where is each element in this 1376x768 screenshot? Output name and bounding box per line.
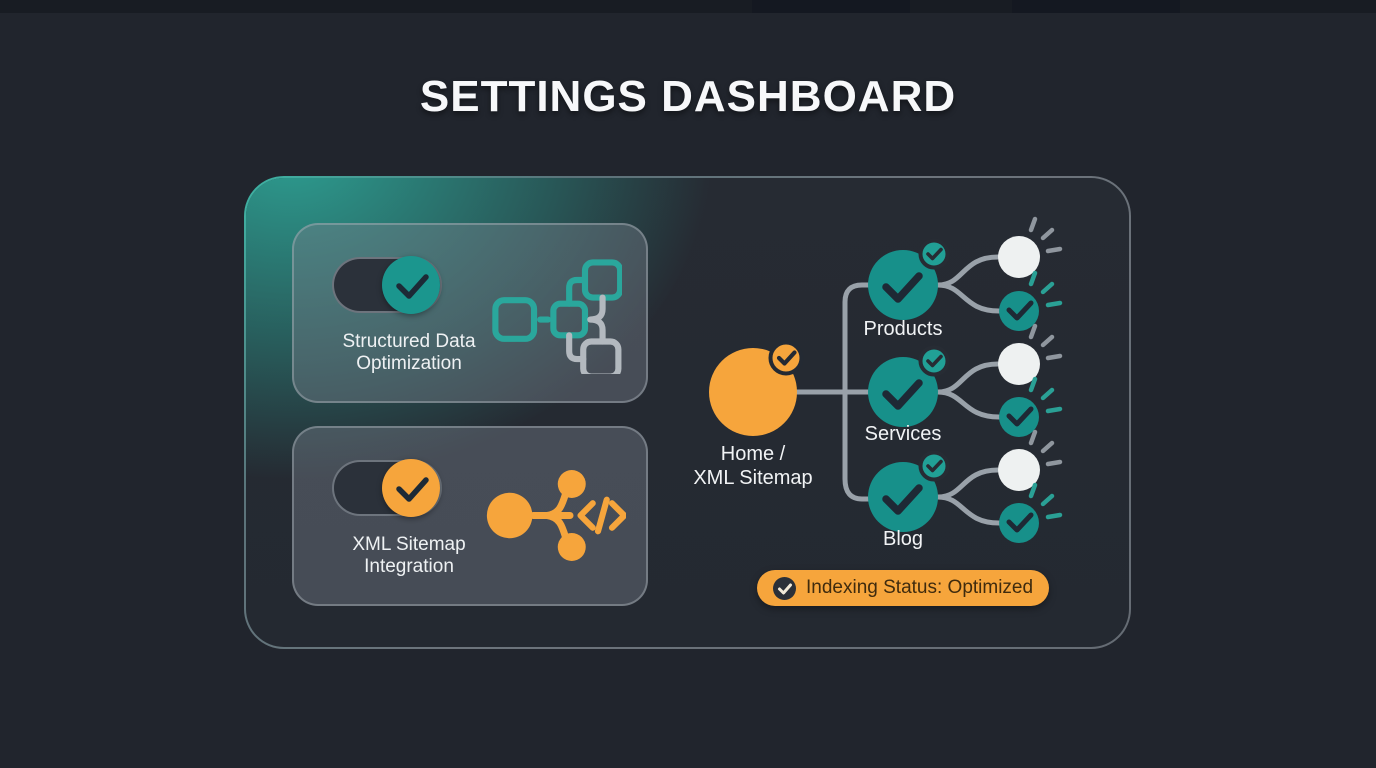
check-icon <box>396 274 429 299</box>
node-square <box>580 338 622 374</box>
top-bar-segment <box>1012 0 1180 13</box>
branch-down <box>543 512 570 541</box>
link-bracket <box>587 294 606 345</box>
structured-data-toggle[interactable] <box>332 256 442 314</box>
root-dot <box>486 492 533 539</box>
xml-sitemap-card: XML Sitemap Integration <box>292 426 648 606</box>
toggle-knob <box>382 459 440 517</box>
label-line-2: Optimization <box>356 353 462 374</box>
branch-label-services: Services <box>864 423 942 445</box>
branch-circle <box>868 462 938 532</box>
label-line-1: XML Sitemap <box>352 534 466 555</box>
check-icon <box>396 477 429 502</box>
tree-connectors <box>794 254 1002 526</box>
check-icon <box>882 484 923 515</box>
verified-badge-icon <box>918 450 950 482</box>
label-line-2: XML Sitemap <box>693 467 813 489</box>
leaf-pending <box>998 429 1063 491</box>
structured-data-icon <box>492 259 622 374</box>
check-icon <box>882 272 923 303</box>
verified-badge-icon <box>918 345 950 377</box>
settings-dashboard-panel: Structured Data Optimization <box>244 176 1131 649</box>
indexing-status-badge: Indexing Status: Optimized <box>757 570 1050 606</box>
branch-node-products <box>868 238 950 320</box>
leaf-pending <box>998 216 1063 278</box>
check-icon <box>1006 406 1034 427</box>
verified-badge-icon <box>918 238 950 270</box>
sparkle-icon <box>1028 482 1063 520</box>
branch-label-products: Products <box>863 318 943 340</box>
branch-label-blog: Blog <box>882 528 924 550</box>
root-node-home-xml-sitemap <box>709 340 804 436</box>
label-line-1: Home / <box>720 443 786 465</box>
xml-sitemap-label: XML Sitemap Integration <box>302 534 516 578</box>
sparkle-icon <box>1028 270 1063 308</box>
root-node-label: Home / XML Sitemap <box>643 442 863 490</box>
child-dot <box>557 533 586 561</box>
branch-node-services <box>868 345 950 427</box>
sitemap-tree-diagram <box>709 216 1063 543</box>
check-icon <box>1006 300 1034 321</box>
child-dot <box>557 470 586 498</box>
status-badge-label: Indexing Status: Optimized <box>806 577 1034 598</box>
check-icon <box>882 379 923 410</box>
leaf-pending <box>998 323 1063 385</box>
sparkle-icon <box>1028 429 1063 467</box>
page-title: SETTINGS DASHBOARD <box>419 72 957 121</box>
sitemap-code-icon <box>486 470 626 561</box>
verified-badge-icon <box>768 340 804 376</box>
branch-node-blog <box>868 450 950 532</box>
label-line-2: Integration <box>364 556 454 577</box>
structured-data-card: Structured Data Optimization <box>292 223 648 403</box>
check-icon <box>1006 512 1034 533</box>
node-square <box>492 297 538 342</box>
link-down <box>566 332 587 363</box>
top-bar-segment <box>752 0 910 13</box>
check-icon <box>773 576 796 600</box>
structured-data-label: Structured Data Optimization <box>302 331 516 375</box>
sparkle-icon <box>1028 216 1063 254</box>
leaf-verified <box>999 270 1063 331</box>
link-up <box>566 276 589 307</box>
branch-circle <box>868 357 938 427</box>
label-line-1: Structured Data <box>342 331 476 352</box>
node-square <box>550 300 589 339</box>
toggle-knob <box>382 256 440 314</box>
code-icon <box>577 496 626 535</box>
sparkle-icon <box>1028 323 1063 361</box>
leaf-verified <box>999 376 1063 437</box>
sparkle-icon <box>1028 376 1063 414</box>
top-bar <box>0 0 1376 13</box>
branch-circle <box>868 250 938 320</box>
node-square <box>581 259 622 301</box>
leaf-verified <box>999 482 1063 543</box>
xml-sitemap-toggle[interactable] <box>332 459 442 517</box>
